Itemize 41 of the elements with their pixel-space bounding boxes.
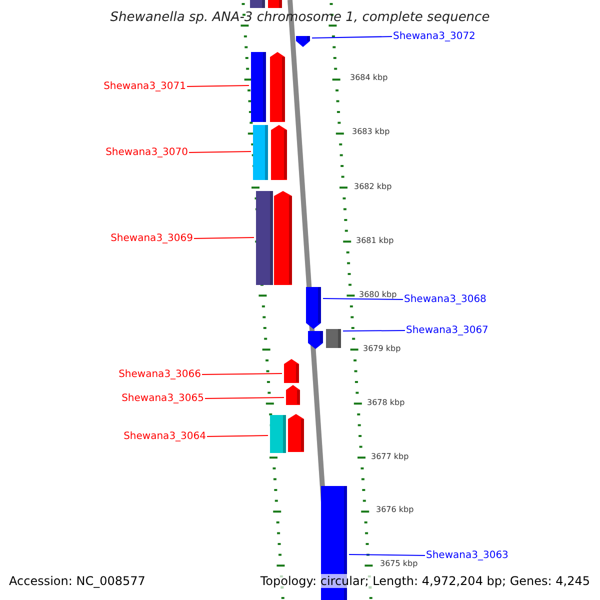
gene-block [284, 359, 299, 383]
gene-label: Shewana3_3067 [406, 325, 488, 336]
leader-line [204, 397, 284, 399]
scale-label: 3681 kbp [356, 236, 394, 245]
gene-block [306, 287, 321, 329]
gene-label: Shewana3_3064 [124, 431, 206, 442]
footer-text: Accession: NC_008577 [9, 574, 146, 588]
scale-label: 3676 kbp [376, 505, 414, 514]
leader-line [342, 330, 406, 332]
scale-label: 3683 kbp [352, 127, 390, 136]
gene-label: Shewana3_3070 [106, 147, 188, 158]
title: Shewanella sp. ANA-3 chromosome 1, complete sequence [109, 10, 491, 25]
gene-label: Shewana3_3063 [426, 550, 508, 561]
leader-line [322, 298, 404, 300]
scale-label: 3682 kbp [354, 182, 392, 191]
scale-label: 3684 kbp [350, 73, 388, 82]
gene-label: Shewana3_3069 [110, 233, 193, 244]
gene-label: Shewana3_3068 [404, 294, 486, 305]
gene-block [286, 385, 300, 405]
gene-label: Shewana3_3065 [122, 393, 204, 404]
leader-line [194, 237, 254, 239]
scale-label: 3677 kbp [371, 452, 409, 461]
gene-label: Shewana3_3072 [393, 31, 476, 42]
gene-block [253, 125, 268, 180]
leader-line [186, 85, 250, 87]
gene-block [326, 329, 341, 348]
gene-block [270, 415, 286, 453]
gene-block [296, 36, 310, 47]
leader-line [348, 554, 426, 556]
gene-block [251, 52, 266, 122]
gene-label: Shewana3_3066 [118, 369, 201, 380]
scale-label: 3680 kbp [359, 290, 397, 299]
leader-line [206, 435, 268, 437]
leader-line [188, 151, 252, 153]
scale-label: 3675 kbp [380, 559, 418, 568]
gene-label: Shewana3_3071 [104, 81, 186, 92]
scale-label: 3679 kbp [363, 344, 401, 353]
scale-label: 3678 kbp [367, 398, 405, 407]
footer-text: Topology: circular; Length: 4,972,204 bp; Genes: 4,245 [260, 574, 590, 588]
leader-line [312, 36, 392, 38]
gene-block [256, 191, 273, 285]
